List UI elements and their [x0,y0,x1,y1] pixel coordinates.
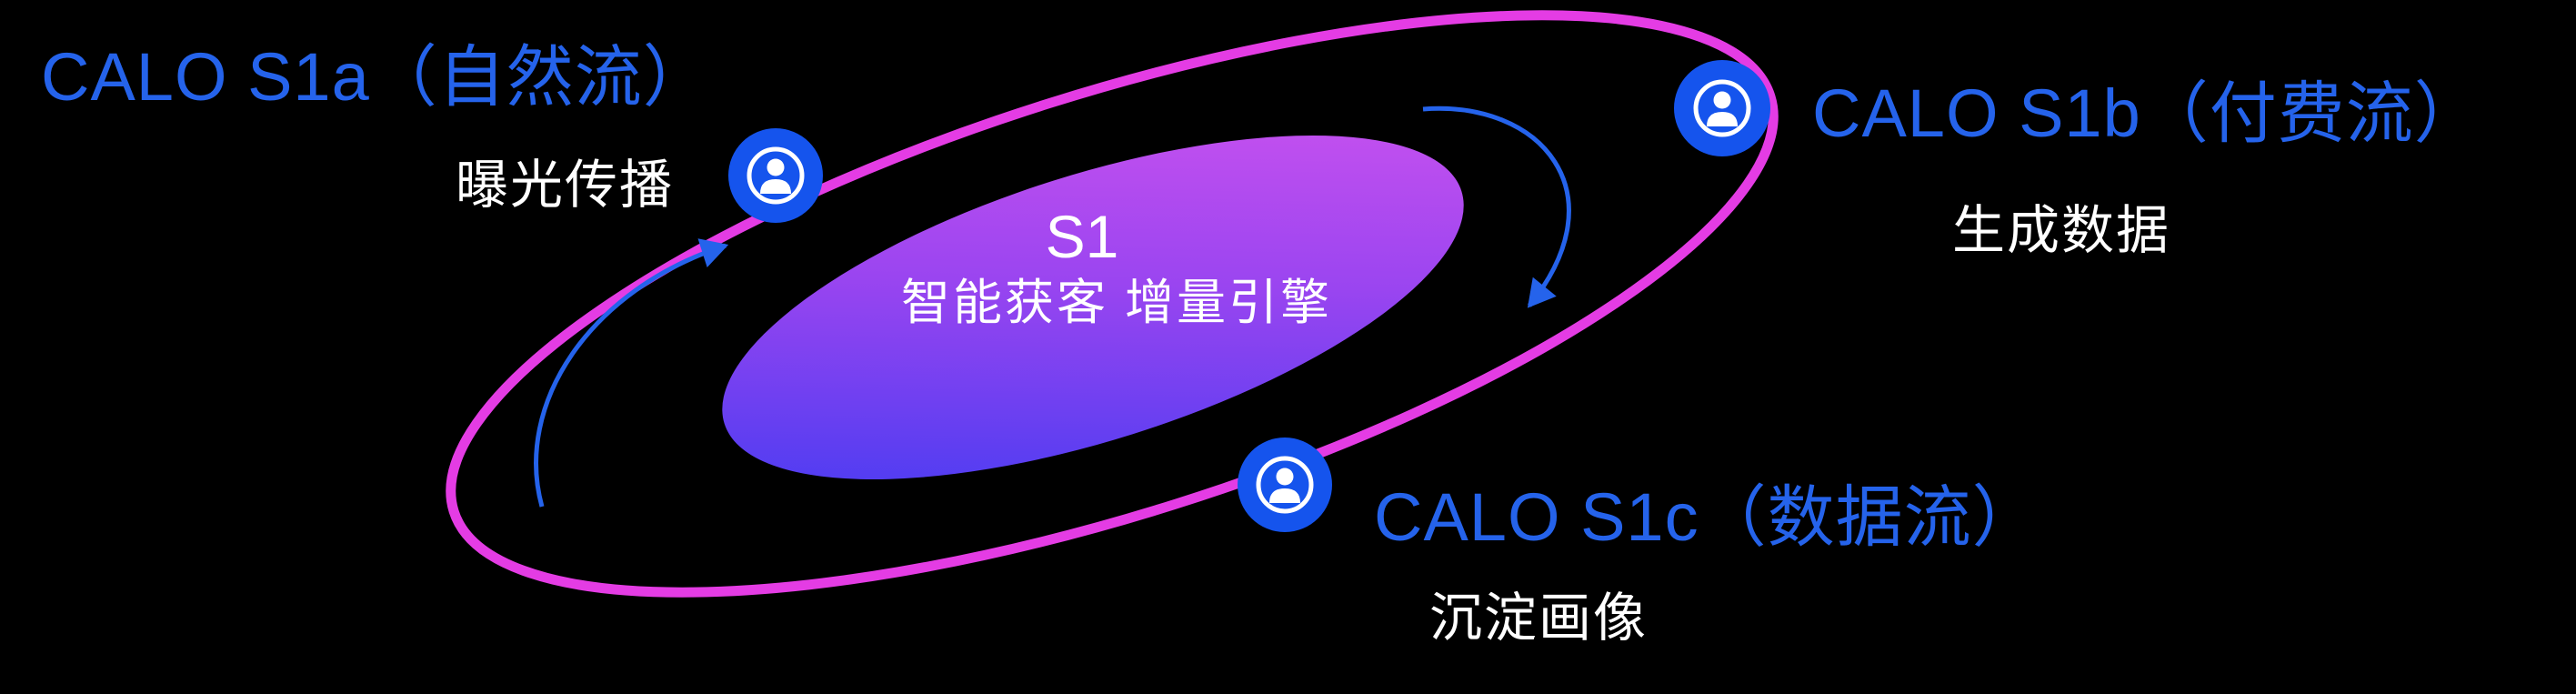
center-title: S1 [1045,203,1119,270]
user-icon [1256,456,1314,514]
user-icon [1693,79,1751,137]
node-s1a [728,128,823,223]
center-ellipse [722,135,1464,480]
arrow-right [1422,106,1571,308]
user-icon [747,146,805,205]
node-label-s1b: 生成数据 [1952,201,2171,260]
node-s1b [1674,60,1770,156]
node-title-s1a: CALO S1a（自然流） [41,39,711,115]
node-title-s1c: CALO S1c（数据流） [1374,479,2040,555]
center-subtitle: 智能获客 增量引擎 [900,276,1333,330]
node-title-s1b: CALO S1b（付费流） [1812,75,2482,151]
orbit-ring [446,10,1779,598]
node-s1c [1238,438,1332,532]
node-label-s1c: 沉淀画像 [1429,588,1649,648]
node-label-s1a: 曝光传播 [456,156,675,215]
arrow-left [534,238,729,508]
